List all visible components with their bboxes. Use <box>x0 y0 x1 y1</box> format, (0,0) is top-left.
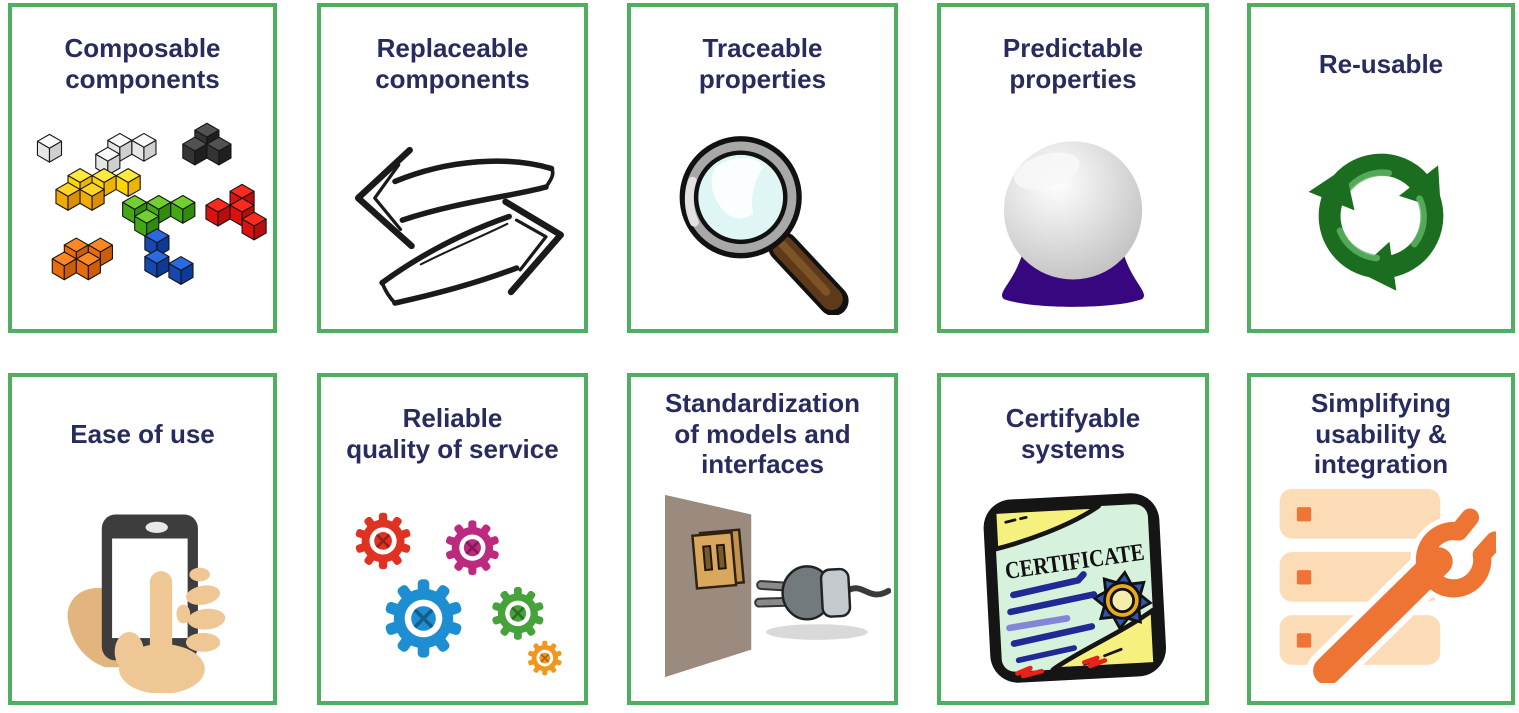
crystal-ball-icon <box>941 117 1205 329</box>
card-standardization: Standardization of models and interfaces <box>627 373 898 705</box>
wrench-servers-icon <box>1251 487 1511 701</box>
wrench-servers-graphic <box>1279 488 1496 683</box>
card-certifyable-systems: Certifyable systems CERTIFICATE <box>937 373 1209 705</box>
card-title: Certifyable systems <box>1005 403 1141 464</box>
crystal-ball-graphic <box>1002 141 1144 307</box>
card-title: Predictable properties <box>1002 33 1144 94</box>
socket-plug-icon <box>631 487 894 701</box>
card-title: Reliable quality of service <box>346 403 559 464</box>
card-title: Standardization of models and interfaces <box>664 387 860 480</box>
card-title: Replaceable components <box>375 33 530 94</box>
magnifier-icon <box>631 117 894 329</box>
certificate-graphic: CERTIFICATE <box>983 493 1167 683</box>
building-blocks-graphic <box>36 122 267 285</box>
card-title: Traceable properties <box>698 33 827 94</box>
card-title: Re-usable <box>1318 48 1444 79</box>
certificate-icon: CERTIFICATE <box>941 487 1205 701</box>
card-reliable-quality-of-service: Reliable quality of service <box>317 373 588 705</box>
building-blocks-icon <box>12 117 273 329</box>
card-traceable-properties: Traceable properties <box>627 3 898 333</box>
card-title: Ease of use <box>70 418 215 449</box>
recycle-graphic <box>1281 117 1481 315</box>
card-replaceable-components: Replaceable components <box>317 3 588 333</box>
recycle-icon <box>1251 117 1511 329</box>
gears-graphic <box>353 511 563 677</box>
swap-arrows-graphic <box>354 146 564 306</box>
hand-touch-phone-icon <box>12 487 273 701</box>
card-title: Simplifying usability & integration <box>1310 387 1452 480</box>
card-title: Composable components <box>64 33 221 94</box>
card-re-usable: Re-usable <box>1247 3 1515 333</box>
hand-touch-phone-graphic <box>67 514 225 693</box>
swap-arrows-icon <box>321 117 584 329</box>
socket-plug-graphic <box>664 494 891 678</box>
card-ease-of-use: Ease of use <box>8 373 277 705</box>
card-composable-components: Composable components <box>8 3 277 333</box>
card-predictable-properties: Predictable properties <box>937 3 1209 333</box>
gears-icon <box>321 487 584 701</box>
card-simplifying-usability: Simplifying usability & integration <box>1247 373 1515 705</box>
magnifier-graphic <box>679 136 849 315</box>
